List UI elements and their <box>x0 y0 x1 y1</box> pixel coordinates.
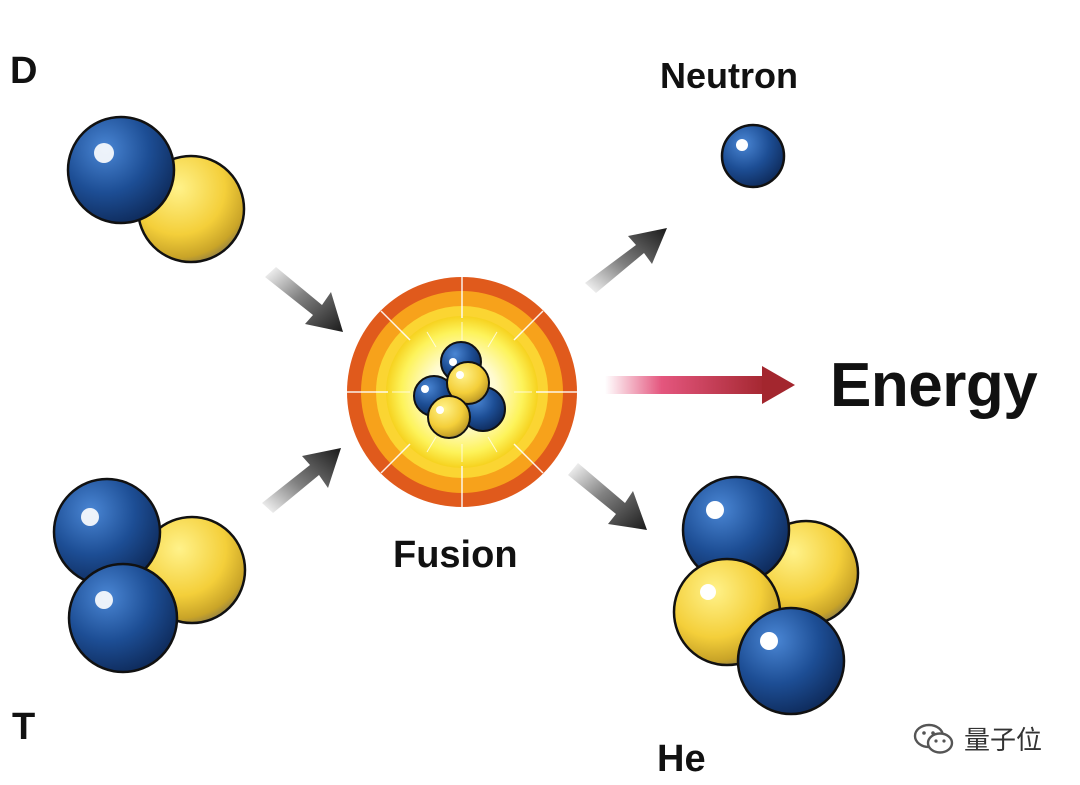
proton-ball <box>736 606 846 716</box>
energy-arrow <box>605 366 795 404</box>
tritium-label: T <box>12 706 36 748</box>
free-neutron <box>720 123 786 189</box>
arrow-fusion-to-helium <box>568 463 647 530</box>
watermark: 量子位 <box>912 720 1042 757</box>
energy-label: Energy <box>830 351 1038 420</box>
deuterium-label: D <box>10 50 38 92</box>
proton-ball <box>66 115 176 225</box>
fusion-label: Fusion <box>393 534 518 576</box>
fusion-burst <box>347 277 577 507</box>
tritium-nucleus <box>52 477 247 674</box>
neutron-label: Neutron <box>660 55 798 96</box>
arrow-t-to-fusion <box>262 448 341 513</box>
helium-label: He <box>657 738 706 780</box>
arrow-d-to-fusion <box>265 267 343 332</box>
helium-nucleus <box>672 475 860 716</box>
arrow-fusion-to-neutron <box>585 228 667 293</box>
watermark-text: 量子位 <box>964 726 1043 756</box>
deuterium-nucleus <box>66 115 246 264</box>
proton-ball <box>67 562 179 674</box>
wechat-icon <box>913 723 954 754</box>
